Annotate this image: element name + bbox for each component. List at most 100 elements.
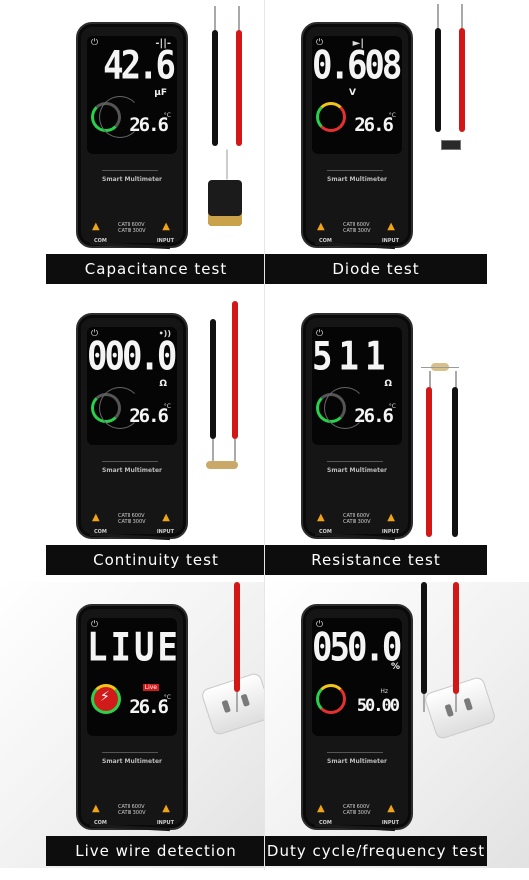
outlet-slot <box>444 703 454 718</box>
red-test-probe <box>459 28 465 132</box>
red-probe-tip <box>429 371 431 389</box>
lcd-screen: ⏻ LIUE ⚡ Live °C 26.6 <box>87 618 181 736</box>
brand-label: Smart Multimeter <box>327 758 387 765</box>
brand-divider <box>102 461 158 462</box>
brand-label: Smart Multimeter <box>102 467 162 474</box>
main-reading: 000.0 <box>87 334 177 380</box>
power-icon: ⏻ <box>91 38 99 48</box>
temperature-reading: 26.6 <box>129 114 169 136</box>
power-icon: ⏻ <box>316 620 324 630</box>
brand-label: Smart Multimeter <box>327 467 387 474</box>
panel-continuity-test: ⏻ •)) 000.0 Ω °C 26.6 Smart Multimeter ▲… <box>0 291 264 577</box>
red-test-probe <box>232 301 238 439</box>
main-reading: LIUE <box>87 625 181 671</box>
brand-divider <box>327 461 383 462</box>
lcd-screen: ⏻ ►| 0.608 V °C 26.6 <box>312 36 402 154</box>
main-reading: 511 <box>312 334 392 380</box>
caption-label: Resistance test <box>265 545 487 575</box>
power-icon: ⏻ <box>316 329 324 339</box>
cat-rating: CATⅡ 600V CATⅢ 300V <box>343 513 371 525</box>
temperature-reading: 26.6 <box>129 696 169 718</box>
warning-triangle-icon: ▲ <box>92 221 100 232</box>
capacitor-lead <box>226 149 228 180</box>
warning-triangle-icon: ▲ <box>387 512 395 523</box>
cat-rating: CATⅡ 600V CATⅢ 300V <box>343 804 371 816</box>
red-test-probe <box>453 582 459 694</box>
caption-label: Live wire detection <box>46 836 264 866</box>
reading-unit: V <box>349 88 356 98</box>
com-port-label: COM <box>94 820 107 826</box>
red-probe-tip <box>238 6 240 34</box>
brand-divider <box>327 752 383 753</box>
panel-duty-cycle-frequency-test: ⏻ 050.0 % Hz 50.00 Smart Multimeter ▲ ▲ … <box>265 582 529 868</box>
status-ring-icon <box>316 684 346 714</box>
diode-mode-icon: ►| <box>352 38 364 49</box>
panel-live-wire-detection: ⏻ LIUE ⚡ Live °C 26.6 Smart Multimeter ▲… <box>0 582 264 868</box>
capacitor-mode-icon: -||- <box>155 38 171 49</box>
caption-label: Capacitance test <box>46 254 264 284</box>
main-reading: 0.608 <box>312 43 402 89</box>
outlet-slot <box>221 699 231 714</box>
power-icon: ⏻ <box>91 620 99 630</box>
warning-triangle-icon: ▲ <box>387 221 395 232</box>
black-probe-tip <box>214 6 216 34</box>
black-probe-tip <box>455 371 457 389</box>
black-test-probe <box>212 30 218 146</box>
red-test-probe <box>426 387 432 537</box>
panel-diode-test: ⏻ ►| 0.608 V °C 26.6 Smart Multimeter ▲ … <box>265 0 529 286</box>
lightning-bolt-icon: ⚡ <box>100 689 110 705</box>
wall-outlet <box>423 675 497 741</box>
reading-unit: μF <box>154 88 167 98</box>
black-probe-tip <box>212 439 214 461</box>
black-test-probe <box>435 28 441 132</box>
brand-divider <box>102 170 158 171</box>
warning-triangle-icon: ▲ <box>162 803 170 814</box>
power-icon: ⏻ <box>316 38 324 48</box>
brand-divider <box>327 170 383 171</box>
lcd-screen: ⏻ -||- 42.6 μF °C 26.6 <box>87 36 177 154</box>
temperature-unit: °C <box>163 112 171 119</box>
black-probe-tip <box>437 4 439 32</box>
com-port-label: COM <box>319 820 332 826</box>
red-probe-tip <box>236 692 238 712</box>
reading-unit: % <box>390 662 400 672</box>
black-probe-tip <box>423 694 425 712</box>
temperature-unit: °C <box>163 694 171 701</box>
input-port-label: INPUT <box>156 820 174 826</box>
cat-rating: CATⅡ 600V CATⅢ 300V <box>118 804 146 816</box>
panel-capacitance-test: ⏻ -||- 42.6 μF °C 26.6 Smart Multimeter … <box>0 0 264 286</box>
red-test-probe <box>236 30 242 146</box>
resistor-lead <box>421 367 459 368</box>
hz-label: Hz <box>380 688 388 695</box>
live-status-ring-icon: ⚡ <box>91 684 121 714</box>
power-icon: ⏻ <box>91 329 99 339</box>
caption-label: Continuity test <box>46 545 264 575</box>
cat-rating: CATⅡ 600V CATⅢ 300V <box>118 222 146 234</box>
temperature-unit: °C <box>388 112 396 119</box>
arc-decoration <box>99 96 141 138</box>
reading-unit: Ω <box>384 379 392 389</box>
multimeter: ⏻ -||- 42.6 μF °C 26.6 Smart Multimeter … <box>76 22 188 248</box>
main-reading: 42.6 <box>103 43 176 89</box>
lcd-screen: ⏻ 050.0 % Hz 50.00 <box>312 618 402 736</box>
lcd-screen: ⏻ 511 Ω °C 26.6 <box>312 327 402 445</box>
capacitor <box>208 180 242 226</box>
input-port-label: INPUT <box>381 820 399 826</box>
input-port-label: INPUT <box>381 529 399 535</box>
temperature-reading: 26.6 <box>354 405 394 427</box>
input-port-label: INPUT <box>381 238 399 244</box>
warning-triangle-icon: ▲ <box>317 803 325 814</box>
input-port-label: INPUT <box>156 238 174 244</box>
reading-unit: Ω <box>159 379 167 389</box>
brand-label: Smart Multimeter <box>327 176 387 183</box>
cat-rating: CATⅡ 600V CATⅢ 300V <box>343 222 371 234</box>
main-reading: 050.0 <box>312 625 402 671</box>
black-test-probe <box>421 582 427 694</box>
com-port-label: COM <box>94 238 107 244</box>
outlet-slot <box>240 693 250 707</box>
frequency-reading: 50.00 <box>356 696 400 716</box>
caption-label: Duty cycle/frequency test <box>265 836 487 866</box>
red-probe-tip <box>461 4 463 32</box>
temperature-unit: °C <box>163 403 171 410</box>
